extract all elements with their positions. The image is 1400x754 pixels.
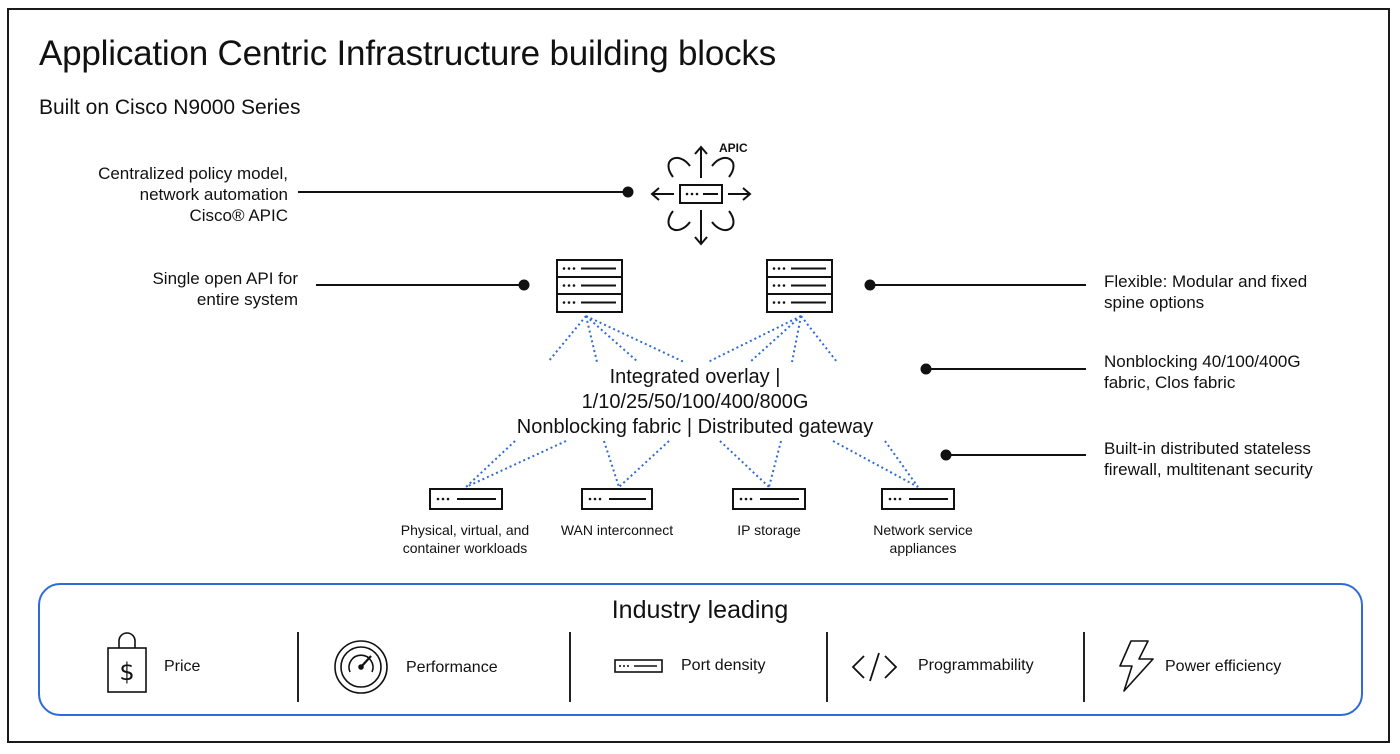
fabric-description-line: 1/10/25/50/100/400/800G <box>581 391 809 413</box>
page-subtitle: Built on Cisco N9000 Series <box>39 96 301 119</box>
annotation-line: entire system <box>196 290 298 309</box>
spine-switch-left-icon <box>556 259 623 313</box>
diagram-frame <box>7 8 1390 743</box>
leaf-switch-icons <box>429 488 955 510</box>
leaf-label-storage: IP storage <box>709 521 829 539</box>
leaf-label-line: appliances <box>889 540 957 556</box>
fabric-description: Integrated overlay | 1/10/25/50/100/400/… <box>470 365 920 440</box>
annotation-line: Built-in distributed stateless <box>1104 439 1311 458</box>
industry-leading-panel <box>38 583 1363 716</box>
leaf-label-workloads: Physical, virtual, and container workloa… <box>385 521 545 557</box>
annotation-fabric: Nonblocking 40/100/400G fabric, Clos fab… <box>1104 351 1301 393</box>
annotation-leaders <box>298 186 1086 461</box>
annotation-spine: Flexible: Modular and fixed spine option… <box>1104 271 1307 313</box>
leaf-label-line: IP storage <box>737 522 801 538</box>
leaf-label-line: Physical, virtual, and <box>400 522 530 538</box>
feature-price: Price <box>164 658 201 675</box>
divider <box>826 632 828 702</box>
feature-power-efficiency: Power efficiency <box>1165 658 1282 675</box>
lightning-bolt-icon <box>1119 640 1154 692</box>
svg-text:$: $ <box>119 658 134 686</box>
leaf-fabric-links <box>465 440 919 488</box>
leaf-label-line: WAN interconnect <box>560 522 674 538</box>
annotation-api: Single open API for entire system <box>40 268 298 310</box>
spine-fabric-links <box>547 315 838 363</box>
panel-title: Industry leading <box>611 596 789 624</box>
annotation-line: Centralized policy model, <box>98 164 288 183</box>
annotation-firewall: Built-in distributed stateless firewall,… <box>1104 438 1313 480</box>
annotation-line: Flexible: Modular and fixed <box>1104 272 1308 291</box>
divider <box>297 632 299 702</box>
annotation-line: Cisco® APIC <box>189 206 289 225</box>
apic-label: APIC <box>719 141 748 155</box>
leaf-label-wan: WAN interconnect <box>547 521 687 539</box>
page-title: Application Centric Infrastructure build… <box>39 34 777 73</box>
annotation-line: firewall, multitenant security <box>1104 460 1313 479</box>
speedometer-icon <box>334 640 388 694</box>
divider <box>1083 632 1085 702</box>
apic-controller-icon <box>650 145 752 246</box>
annotation-policy: Centralized policy model, network automa… <box>40 163 288 226</box>
fabric-description-line: Nonblocking fabric | Distributed gateway <box>516 416 874 438</box>
leaf-label-appliances: Network service appliances <box>853 521 993 557</box>
spine-switch-right-icon <box>766 259 833 313</box>
leaf-label-line: Network service <box>873 522 973 538</box>
fabric-description-line: Integrated overlay | <box>609 366 781 388</box>
line-card-icon <box>614 659 663 673</box>
annotation-line: fabric, Clos fabric <box>1104 373 1236 392</box>
annotation-line: spine options <box>1104 293 1205 312</box>
feature-port-density: Port density <box>681 657 766 674</box>
code-brackets-icon <box>851 652 898 682</box>
annotation-line: Single open API for <box>152 269 298 288</box>
annotation-line: Nonblocking 40/100/400G <box>1104 352 1301 371</box>
feature-performance: Performance <box>406 659 498 676</box>
annotation-line: network automation <box>139 185 288 204</box>
shopping-bag-dollar-icon: $ <box>107 632 147 693</box>
leaf-label-line: container workloads <box>402 540 528 556</box>
divider <box>569 632 571 702</box>
feature-programmability: Programmability <box>918 657 1034 674</box>
